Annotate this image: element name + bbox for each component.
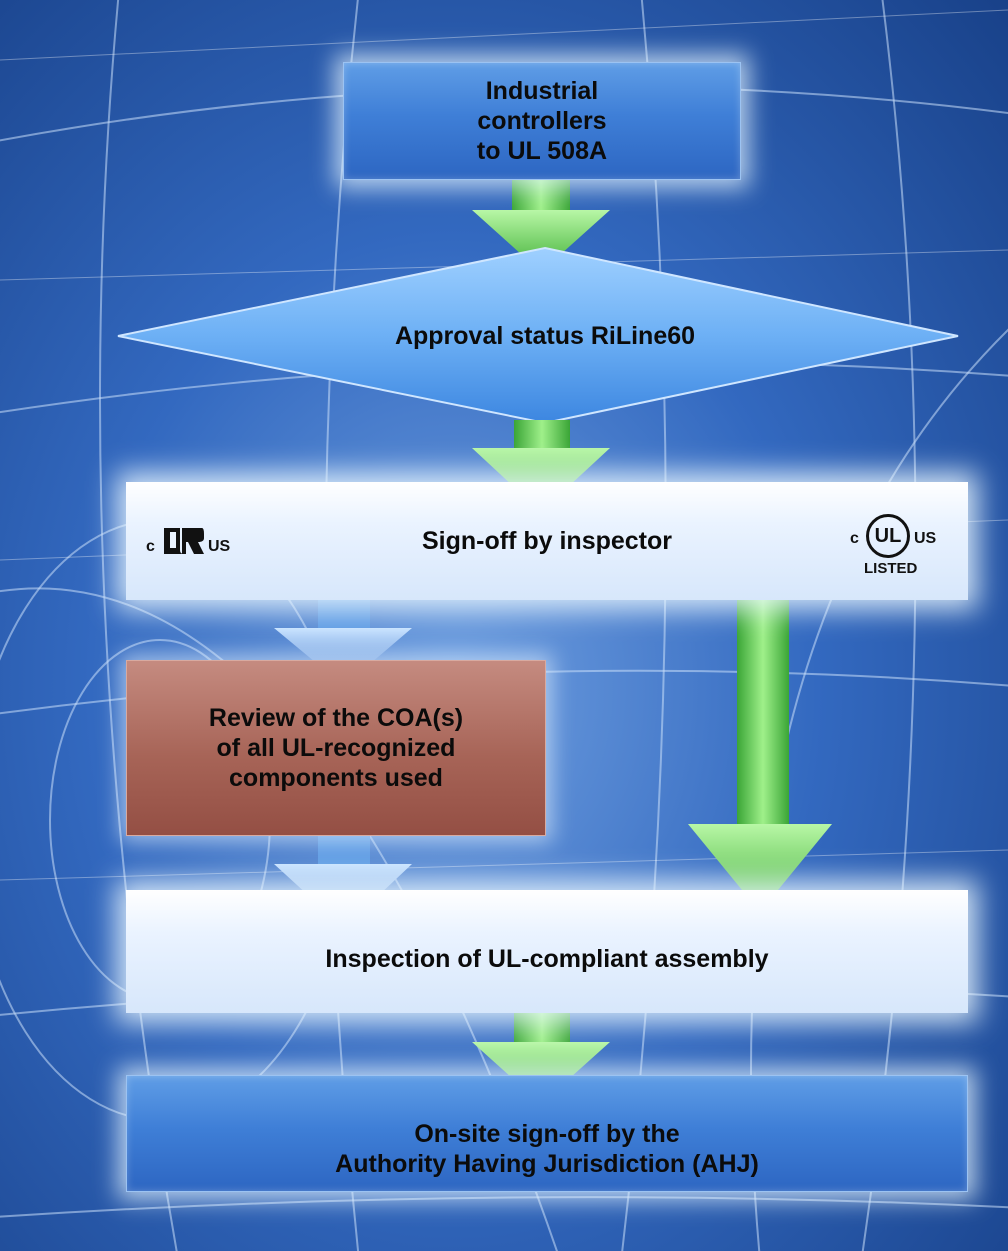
ul-listed-mark: c UL US LISTED	[850, 508, 950, 578]
approval-status-label: Approval status RiLine60	[394, 322, 696, 350]
approval-status-label-wrap: Approval status RiLine60	[250, 312, 840, 360]
arrow-signoff-to-review	[274, 600, 412, 686]
inspection-assembly-box: Inspection of UL-compliant assembly	[126, 890, 968, 1013]
ul-recognized-mark: c US	[146, 522, 246, 562]
listed-us: US	[914, 530, 937, 547]
listed-ul: UL	[874, 524, 902, 547]
arrow-inspection-to-onsite	[472, 1013, 610, 1104]
inspection-assembly-label: Inspection of UL-compliant assembly	[325, 944, 769, 973]
signoff-inspector-box: Sign-off by inspector	[126, 482, 968, 600]
industrial-controllers-label: Industrial controllers to UL 508A	[476, 77, 608, 165]
onsite-signoff-box: On-site sign-off by the Authority Having…	[126, 1075, 968, 1192]
listed-c: c	[850, 530, 859, 547]
recognized-us: US	[208, 538, 231, 555]
recognized-c: c	[146, 538, 155, 555]
industrial-controllers-box: Industrial controllers to UL 508A	[343, 62, 741, 180]
arrow-industrial-to-approval	[472, 180, 610, 272]
review-coa-label: Review of the COA(s) of all UL-recognize…	[208, 704, 464, 792]
signoff-inspector-label: Sign-off by inspector	[422, 527, 672, 555]
review-coa-box: Review of the COA(s) of all UL-recognize…	[126, 660, 546, 836]
ul-circle-icon: UL	[866, 514, 910, 558]
listed-text: LISTED	[864, 560, 918, 577]
arrow-approval-to-signoff	[472, 420, 610, 512]
onsite-signoff-label: On-site sign-off by the Authority Having…	[335, 1119, 759, 1178]
ur-logo-icon	[164, 528, 204, 554]
arrow-signoff-to-inspection	[688, 600, 832, 912]
